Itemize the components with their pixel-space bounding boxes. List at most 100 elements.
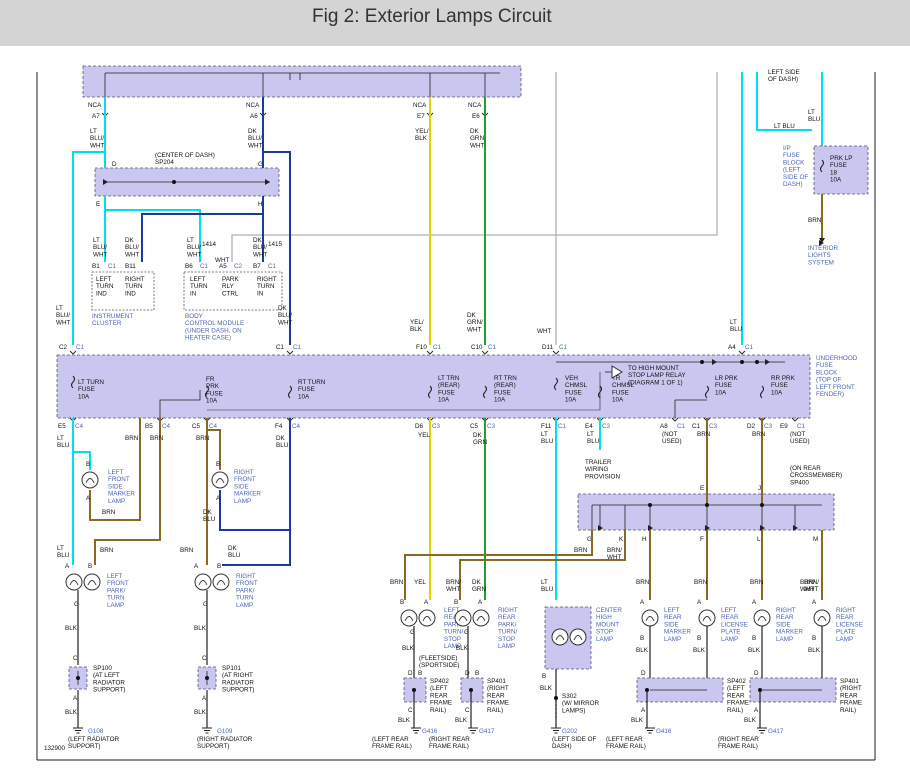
lower-wire-color-label: BLU <box>587 438 600 445</box>
fuse-label: TR <box>612 375 621 382</box>
figure-title: Fig 2: Exterior Lamps Circuit <box>312 6 552 27</box>
fuse-block-pin-arrow <box>426 350 434 355</box>
fuse-symbol <box>70 375 76 389</box>
top-wire-color-label: WHT <box>90 142 104 149</box>
fuse-label: FUSE <box>565 389 582 396</box>
splice-pin: A <box>641 707 646 714</box>
rear-lamp-bulb <box>702 616 712 622</box>
fuse-block-bottom-arrow <box>671 417 679 422</box>
ground-desc: FRAME RAIL) <box>718 743 758 750</box>
rear-splice-label: (RIGHT <box>487 685 509 692</box>
cluster-wire-label: BLU/ <box>125 244 139 251</box>
prk-lp-fuse-label: 10A <box>830 177 842 184</box>
fuse-block-bottom-pin: D2 <box>747 423 756 430</box>
lamp-pin: A <box>478 599 483 606</box>
fuse-label: 10A <box>298 393 310 400</box>
ip-fuse-block <box>813 145 869 195</box>
s302-label: (W/ MIRROR <box>562 700 600 707</box>
bcm-label: (UNDER DASH, ON <box>185 327 242 334</box>
lamp-pin: B <box>697 635 701 642</box>
fuse-block-bottom-pin: C3 <box>709 423 718 430</box>
marker-pin: B <box>86 461 90 468</box>
blk-wire-label: BLK <box>65 709 78 716</box>
ltblu-left-side-marker <box>73 451 91 470</box>
left-front-side-marker-label: SIDE <box>108 483 123 490</box>
front-ground-splice-label: (AT RIGHT <box>222 672 253 679</box>
right-turn-ind-label: IND <box>125 290 136 297</box>
rear-splice-label: FRAME <box>487 700 509 707</box>
left-front-park-turn-lamp <box>65 573 83 591</box>
right-front-park-turn-lamp-label: FRONT <box>236 580 258 587</box>
prk-lp-fuse-symbol <box>819 159 825 173</box>
fuse-label: 10A <box>78 393 90 400</box>
fleetside-note: (FLEETSIDE) <box>419 655 458 662</box>
left-front-side-marker-label: LAMP <box>108 498 125 505</box>
sp204-pin: H <box>258 201 263 208</box>
marker-wire-label: DK <box>203 509 213 516</box>
rear-splice-dot <box>469 688 473 692</box>
mid-wire-color-label: YEL/ <box>410 319 424 326</box>
rear-wire-label: WHT <box>446 586 460 593</box>
connector-pin-label: E7 <box>417 113 425 120</box>
rear-lamp-label: REAR <box>664 614 682 621</box>
lower-wire-color-label: LT <box>541 431 548 438</box>
right-front-park-turn-lamp-label: PARK/ <box>236 587 255 594</box>
right-front-side-marker-label: FRONT <box>234 476 256 483</box>
ip-fuse-block-label: FUSE <box>783 152 800 159</box>
sp400-arrow <box>760 525 765 531</box>
left-front-park-turn-lamp-label: LEFT <box>107 573 123 580</box>
sp204-splice-dot <box>172 180 176 184</box>
ground-desc: (RIGHT REAR <box>718 736 759 743</box>
rear-wire-label: BRN/ <box>446 579 461 586</box>
s302-label: LAMPS) <box>562 707 585 714</box>
fuse-bus-arrow <box>765 359 770 365</box>
lamp-pin: B <box>454 599 458 606</box>
front-ground-desc: SUPPORT) <box>197 743 229 750</box>
nca-label: NCA <box>468 102 482 109</box>
ip-fuse-block-label: DASH) <box>783 181 803 188</box>
instrument-cluster-label: CLUSTER <box>92 320 122 327</box>
right-front-park-turn-lamp <box>212 573 230 591</box>
rear-wire-label: BRN/ <box>804 579 819 586</box>
lower-wire-color-label: YEL <box>418 432 430 439</box>
blk-wire-label: BLK <box>636 647 649 654</box>
trailer-wiring-label: WIRING <box>585 466 609 473</box>
fuse-block-bottom-pin: E5 <box>58 423 66 430</box>
fuse-block-pin: C1 <box>745 344 754 351</box>
mid-wire-color-label: BLU <box>730 326 743 333</box>
rear-lamp-bulb <box>641 609 659 627</box>
rear-splice-label: SP402 <box>430 678 449 685</box>
fuse-block-bottom-pin: C1 <box>558 423 567 430</box>
brn-wire-label: BRN <box>808 217 822 224</box>
left-turn-ind-label: IND <box>96 290 107 297</box>
center-high-mount-stop-lamp-label: CENTER <box>596 607 622 614</box>
front-ground-splice-label: SUPPORT) <box>93 687 125 694</box>
front-ground-splice-label: SP101 <box>222 665 241 672</box>
chmsl-relay-label: TO HIGH MOUNT <box>628 365 679 372</box>
front-wire-label: LT <box>57 545 64 552</box>
left-front-park-turn-lamp <box>87 580 97 586</box>
right-front-side-marker-label: MARKER <box>234 491 261 498</box>
rear-lamp-label: LAMP <box>776 636 793 643</box>
fuse-label: LT TURN <box>78 379 104 386</box>
top-wire-color-label: GRN/ <box>470 135 486 142</box>
front-ground-desc: SUPPORT) <box>68 743 100 750</box>
connector-pin-label: A7 <box>92 113 100 120</box>
right-rear-park-turn-stop-lamp-label: PARK/ <box>498 621 517 628</box>
right-turn-ind-label: TURN <box>125 283 143 290</box>
lamp-pin: A <box>65 563 70 570</box>
fuse-symbol <box>482 385 488 399</box>
lamp-pin: G <box>74 601 79 608</box>
fuse-block-bottom-pin: C1 <box>797 423 806 430</box>
splice-pin: D <box>641 670 646 677</box>
marker-pin: B <box>216 461 220 468</box>
rear-splice-label: RAIL) <box>840 707 856 714</box>
ground-id: G202 <box>562 728 578 735</box>
top-wire-color-label: DK <box>470 128 480 135</box>
cluster-wire-label: BLU/ <box>93 244 107 251</box>
sp400-dot <box>760 503 764 507</box>
rear-lamp-bulb <box>645 616 655 622</box>
fuse-block-bottom-pin: C1 <box>692 423 701 430</box>
fuse-block-pin-arrow <box>481 350 489 355</box>
